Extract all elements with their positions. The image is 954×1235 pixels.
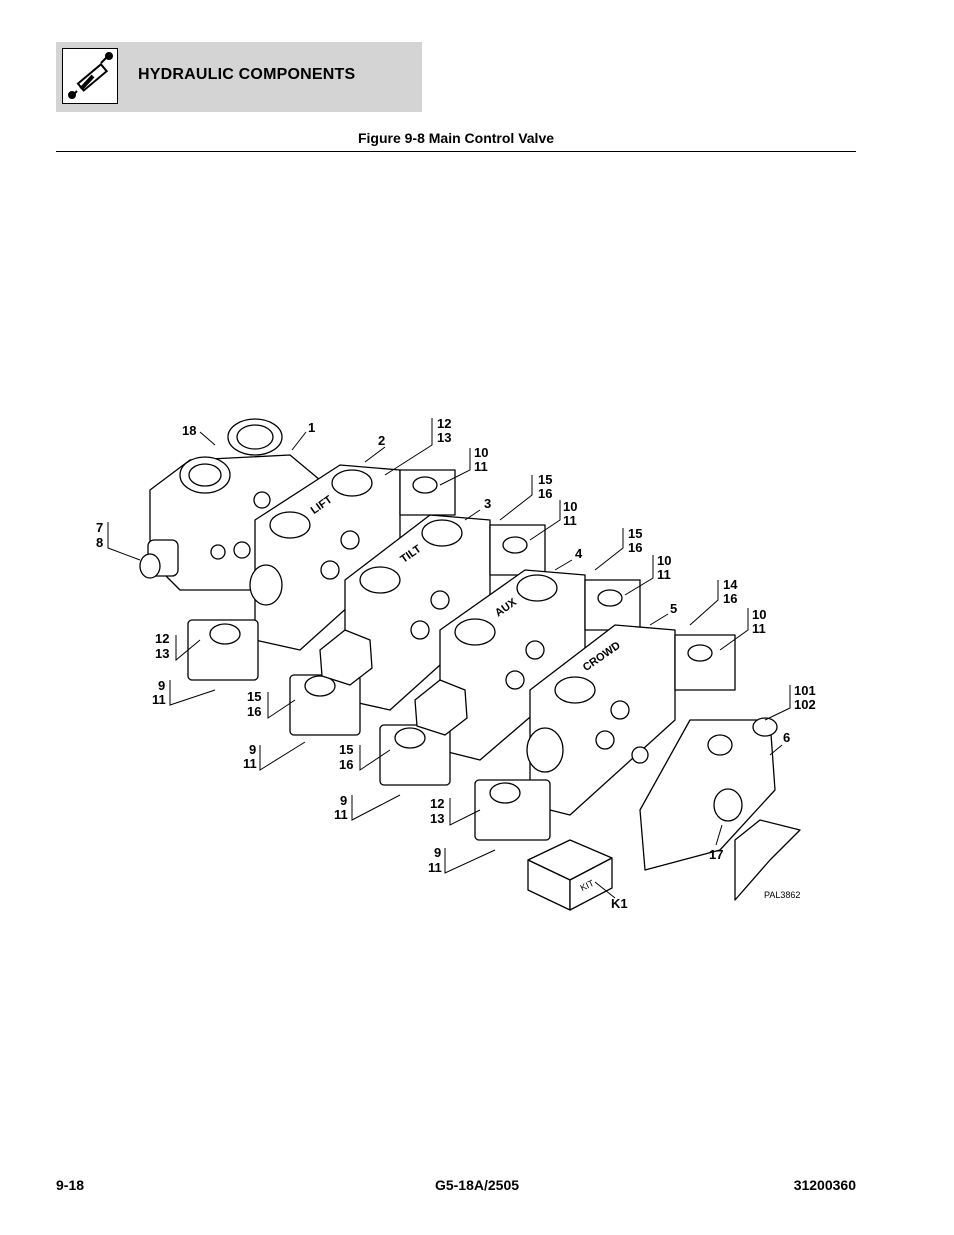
callout-11: 11 [152,692,166,707]
callout-13: 13 [430,811,444,826]
callout-10: 10 [474,445,488,460]
callout-11: 11 [243,756,257,771]
callout-11: 11 [334,807,348,822]
figure-title: Figure 9-8 Main Control Valve [357,130,555,146]
header-rule [56,151,856,152]
callout-102: 102 [794,697,816,712]
callout-k1: K1 [611,896,628,911]
callout-16: 16 [628,540,642,555]
callout-15: 15 [538,472,552,487]
outlet-section [639,717,801,901]
callout-13: 13 [437,430,451,445]
callout-9: 9 [158,678,165,693]
callout-12: 12 [155,631,169,646]
callout-11: 11 [752,621,766,636]
callout-8: 8 [96,535,103,550]
valve-section-crowd [474,624,736,841]
callout-16: 16 [723,591,737,606]
callout-15: 15 [339,742,353,757]
callout-16: 16 [247,704,261,719]
callout-9: 9 [434,845,441,860]
page-number: 9-18 [56,1177,85,1193]
section-title: HYDRAULIC COMPONENTS [138,66,356,83]
valve-section-tilt [289,514,546,736]
callout-7: 7 [96,520,103,535]
callout-6: 6 [783,730,790,745]
callout-11: 11 [428,860,442,875]
callout-5: 5 [670,601,677,616]
callout-11: 11 [657,567,671,582]
callout-12: 12 [437,416,451,431]
callout-17: 17 [709,847,723,862]
kit-box [527,839,613,911]
callout-10: 10 [657,553,671,568]
valve-section-aux [379,569,641,786]
callout-101: 101 [794,683,816,698]
callout-13: 13 [155,646,169,661]
callout-15: 15 [247,689,261,704]
valve-section-lift [187,464,456,681]
model-number: G5-18A/2505 [434,1177,520,1193]
callout-11: 11 [563,513,577,528]
document-number: 31200360 [793,1177,856,1193]
section-header: HYDRAULIC COMPONENTS [56,42,422,112]
drawing-reference: PAL3862 [764,890,800,900]
callout-16: 16 [339,757,353,772]
callout-3: 3 [484,496,491,511]
callout-16: 16 [538,486,552,501]
hydraulic-cylinder-icon [62,48,118,104]
callout-9: 9 [249,742,256,757]
callout-2: 2 [378,433,385,448]
callout-15: 15 [628,526,642,541]
callout-10: 10 [752,607,766,622]
callout-1: 1 [308,420,315,435]
callout-14: 14 [723,577,738,592]
callout-10: 10 [563,499,577,514]
callout-11: 11 [474,459,488,474]
callout-9: 9 [340,793,347,808]
callout-4: 4 [575,546,583,561]
callout-12: 12 [430,796,444,811]
callout-18: 18 [182,423,196,438]
